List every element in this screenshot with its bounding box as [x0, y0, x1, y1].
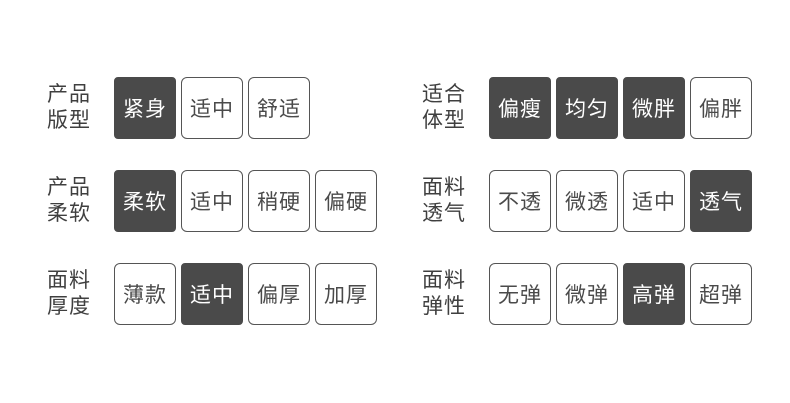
- spec-group-elasticity: 面料 弹性 无弹 微弹 高弹 超弹: [422, 263, 752, 325]
- group-label-line: 柔软: [47, 202, 91, 225]
- option-chip[interactable]: 透气: [690, 170, 752, 232]
- option-chip[interactable]: 微弹: [556, 263, 618, 325]
- product-spec-board: 产品 版型 紧身 适中 舒适 产品 柔软 柔软 适中 稍硬 偏硬 面: [47, 77, 752, 325]
- group-label: 面料 透气: [422, 175, 489, 227]
- group-label-line: 产品: [47, 83, 91, 106]
- option-chip[interactable]: 偏厚: [248, 263, 310, 325]
- group-label-line: 弹性: [422, 295, 466, 318]
- options-row: 薄款 适中 偏厚 加厚: [114, 263, 377, 325]
- group-label-line: 适合: [422, 83, 466, 106]
- option-chip[interactable]: 适中: [181, 263, 243, 325]
- option-chip[interactable]: 不透: [489, 170, 551, 232]
- spec-group-softness: 产品 柔软 柔软 适中 稍硬 偏硬: [47, 170, 377, 232]
- option-chip[interactable]: 超弹: [690, 263, 752, 325]
- option-chip[interactable]: 稍硬: [248, 170, 310, 232]
- options-row: 无弹 微弹 高弹 超弹: [489, 263, 752, 325]
- option-chip[interactable]: 舒适: [248, 77, 310, 139]
- options-row: 偏瘦 均匀 微胖 偏胖: [489, 77, 752, 139]
- option-chip[interactable]: 高弹: [623, 263, 685, 325]
- group-label: 产品 版型: [47, 82, 114, 134]
- option-chip[interactable]: 微胖: [623, 77, 685, 139]
- spec-column-left: 产品 版型 紧身 适中 舒适 产品 柔软 柔软 适中 稍硬 偏硬 面: [47, 77, 377, 325]
- group-label: 产品 柔软: [47, 175, 114, 227]
- group-label-line: 体型: [422, 109, 466, 132]
- option-chip[interactable]: 加厚: [315, 263, 377, 325]
- option-chip[interactable]: 偏硬: [315, 170, 377, 232]
- option-chip[interactable]: 柔软: [114, 170, 176, 232]
- option-chip[interactable]: 紧身: [114, 77, 176, 139]
- group-label: 面料 厚度: [47, 268, 114, 320]
- group-label: 适合 体型: [422, 82, 489, 134]
- spec-group-product-fit: 产品 版型 紧身 适中 舒适: [47, 77, 377, 139]
- option-chip[interactable]: 适中: [181, 77, 243, 139]
- options-row: 不透 微透 适中 透气: [489, 170, 752, 232]
- option-chip[interactable]: 无弹: [489, 263, 551, 325]
- spec-group-thickness: 面料 厚度 薄款 适中 偏厚 加厚: [47, 263, 377, 325]
- group-label-line: 面料: [422, 269, 466, 292]
- group-label-line: 产品: [47, 176, 91, 199]
- group-label-line: 面料: [47, 269, 91, 292]
- option-chip[interactable]: 适中: [623, 170, 685, 232]
- spec-group-breathability: 面料 透气 不透 微透 适中 透气: [422, 170, 752, 232]
- options-row: 柔软 适中 稍硬 偏硬: [114, 170, 377, 232]
- group-label-line: 面料: [422, 176, 466, 199]
- group-label: 面料 弹性: [422, 268, 489, 320]
- options-row: 紧身 适中 舒适: [114, 77, 310, 139]
- group-label-line: 透气: [422, 202, 466, 225]
- spec-column-right: 适合 体型 偏瘦 均匀 微胖 偏胖 面料 透气 不透 微透 适中 透气: [422, 77, 752, 325]
- option-chip[interactable]: 薄款: [114, 263, 176, 325]
- option-chip[interactable]: 微透: [556, 170, 618, 232]
- group-label-line: 厚度: [47, 295, 91, 318]
- spec-group-body-type: 适合 体型 偏瘦 均匀 微胖 偏胖: [422, 77, 752, 139]
- option-chip[interactable]: 适中: [181, 170, 243, 232]
- option-chip[interactable]: 偏胖: [690, 77, 752, 139]
- option-chip[interactable]: 均匀: [556, 77, 618, 139]
- option-chip[interactable]: 偏瘦: [489, 77, 551, 139]
- group-label-line: 版型: [47, 109, 91, 132]
